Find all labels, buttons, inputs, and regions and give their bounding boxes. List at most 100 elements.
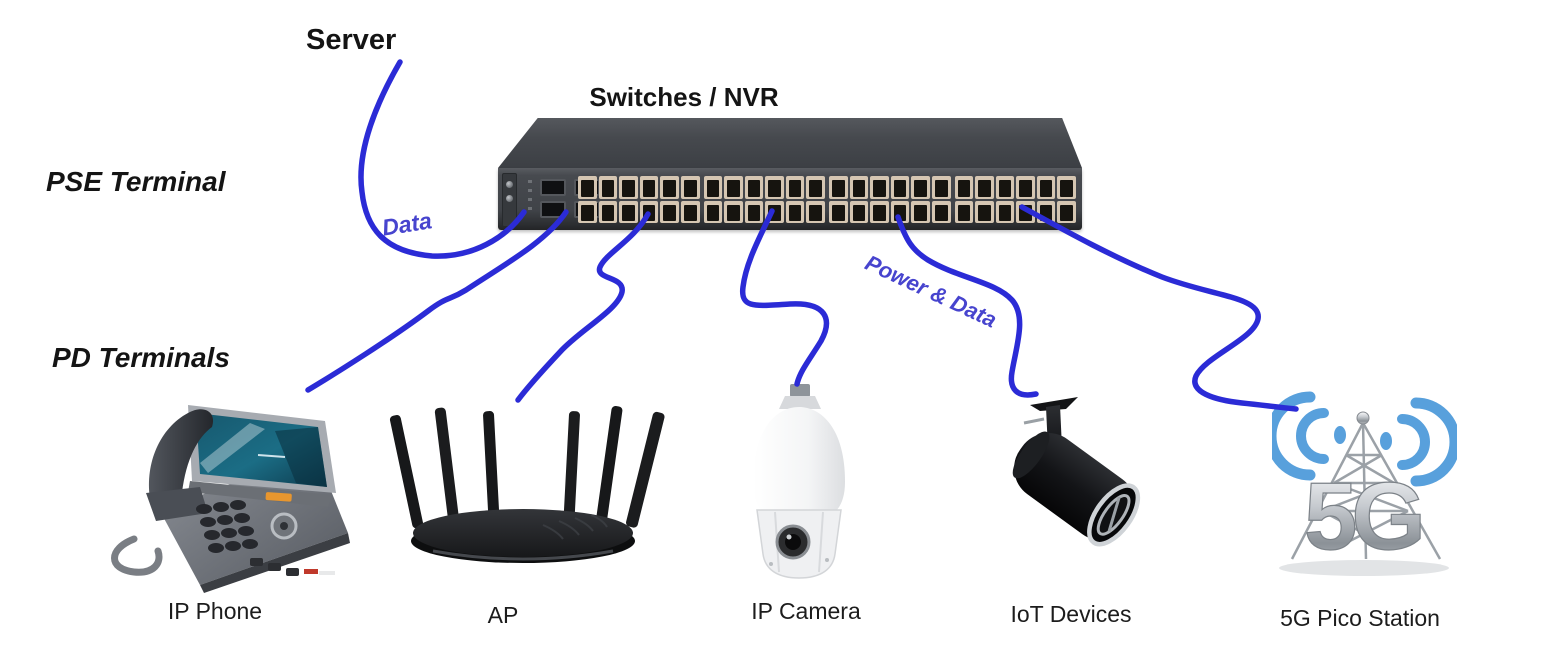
switch-port: [1016, 176, 1035, 199]
switch-port: [995, 176, 1015, 199]
switch-port: [639, 176, 659, 199]
switch-port: [806, 200, 825, 223]
iot-bracket-pin: [1023, 417, 1045, 425]
ap-vents: [542, 514, 608, 540]
camera-lens-glint: [786, 534, 792, 540]
switch-uplink-port: [540, 179, 566, 196]
switch-port: [578, 200, 597, 223]
switch-led-strip: [528, 180, 532, 220]
screen-detail: [257, 454, 286, 458]
switch-port: [619, 176, 638, 199]
switch-port: [849, 176, 869, 199]
ap-label: AP: [487, 602, 519, 628]
switch-mount-ear: [502, 173, 517, 227]
phone-cradle: [146, 487, 208, 521]
switches-nvr-label: Switches / NVR: [589, 82, 779, 112]
camera-screw: [769, 562, 773, 566]
phone-logo-strip: [319, 571, 335, 575]
switch-nvr-device: [498, 118, 1082, 230]
switch-port: [1036, 200, 1056, 223]
tower-top: [1356, 411, 1370, 425]
switch-port: [931, 200, 951, 223]
phone-nav-center: [280, 522, 288, 530]
data-link-label: Data: [380, 207, 434, 241]
phone-orange-key: [265, 492, 292, 502]
switch-port: [1036, 176, 1056, 199]
switch-port: [660, 176, 679, 199]
phone-handset: [149, 409, 214, 504]
pse-terminal-label: PSE Terminal: [46, 166, 226, 197]
camera-neck: [779, 396, 821, 409]
switch-port: [1057, 176, 1076, 199]
ground-shadow: [1279, 560, 1449, 576]
switch-port: [870, 176, 889, 199]
switch-port: [703, 176, 723, 199]
switch-port: [680, 200, 700, 223]
phone-keypad: [196, 500, 258, 553]
cable-switch-to-ip-phone: [305, 209, 569, 393]
switch-port: [680, 176, 700, 199]
switch-port: [849, 200, 869, 223]
phone-hinge: [188, 481, 332, 507]
cable-switch-to-ap: [515, 211, 651, 403]
switch-port: [931, 176, 951, 199]
switch-port: [724, 176, 743, 199]
pd-terminals-label: PD Terminals: [52, 342, 230, 373]
camera-dome: [753, 407, 845, 515]
switch-port: [995, 200, 1015, 223]
ap-image: [389, 406, 665, 563]
wifi-dot: [1380, 432, 1392, 450]
ip-camera-label: IP Camera: [751, 598, 861, 624]
iot-device-image: [1012, 397, 1141, 547]
phone-logo: [304, 569, 318, 574]
switch-port: [870, 200, 889, 223]
switch-port: [1016, 200, 1035, 223]
iot-devices-label: IoT Devices: [1010, 601, 1132, 627]
switch-port-groups: [578, 176, 1076, 223]
switch-front-face: [498, 168, 1082, 230]
switch-port: [890, 200, 910, 223]
ip-phone-label: IP Phone: [167, 598, 263, 624]
switch-port: [954, 200, 974, 223]
screen-glare: [200, 423, 265, 473]
switch-port: [744, 200, 764, 223]
screw-icon: [506, 181, 513, 188]
screen-shade: [275, 427, 327, 487]
cable-switch-to-ip-camera: [739, 208, 830, 387]
switch-port-group: [954, 176, 1076, 223]
switch-port: [619, 200, 638, 223]
ip-phone-image: [111, 405, 350, 593]
switch-port: [954, 176, 974, 199]
switch-port: [578, 176, 597, 199]
server-label: Server: [306, 24, 397, 56]
switch-port: [660, 200, 679, 223]
ap-antennas: [389, 406, 665, 530]
camera-mount: [790, 384, 810, 397]
switch-port: [639, 200, 659, 223]
tower-lattice: [1290, 422, 1442, 560]
camera-screw: [825, 558, 829, 562]
switch-port: [765, 176, 784, 199]
switch-port: [765, 200, 784, 223]
switch-port-group: [829, 176, 951, 223]
switch-uplink-port: [540, 201, 566, 218]
switch-port: [724, 200, 743, 223]
switch-port: [598, 176, 618, 199]
phone-soft-keys: [250, 558, 299, 576]
iot-spotlight-body: [1012, 431, 1141, 547]
cable-switch-to-5g: [1019, 204, 1299, 412]
switch-port: [975, 176, 994, 199]
ip-camera-image: [753, 384, 845, 579]
switch-port-group: [703, 176, 825, 223]
switch-port: [598, 200, 618, 223]
switch-port-group: [578, 176, 700, 223]
switch-port: [703, 200, 723, 223]
switch-port: [829, 176, 848, 199]
camera-seam: [818, 511, 824, 573]
switch-port: [785, 200, 805, 223]
switch-port: [806, 176, 825, 199]
ap-top: [413, 509, 633, 557]
power-data-link-label: Power & Data: [861, 250, 1001, 333]
switch-port: [1057, 200, 1076, 223]
switch-port: [911, 176, 930, 199]
